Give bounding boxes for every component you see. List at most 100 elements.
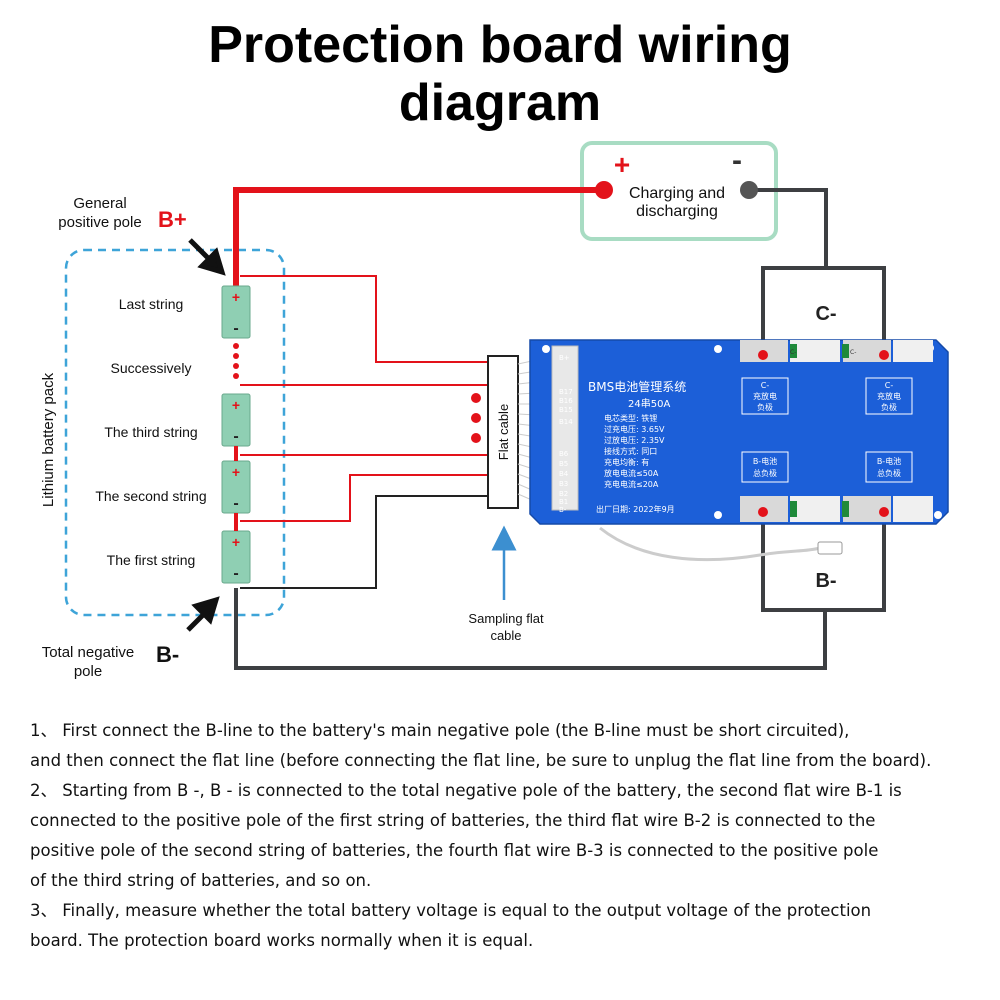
total-negative-wire xyxy=(234,588,827,670)
title-line-1: Protection board wiring xyxy=(208,16,792,74)
instruction-line: 2、 Starting from B -, B - is connected t… xyxy=(30,781,902,800)
temperature-sensor xyxy=(817,541,843,555)
b-minus-board-label: B- xyxy=(815,570,836,592)
board-pin: B4 xyxy=(559,470,569,478)
instruction-line: 3、 Finally, measure whether the total ba… xyxy=(30,901,872,920)
b-minus-label: B- xyxy=(156,642,179,667)
svg-text:+: + xyxy=(232,534,240,550)
cell-gap-dot xyxy=(233,363,239,369)
continuation-dot xyxy=(471,433,481,443)
battery-pack-label: Lithium battery pack xyxy=(40,372,57,507)
board-model: 24串50A xyxy=(628,398,670,410)
board-pin: B17 xyxy=(559,388,573,396)
cell-gap-dot xyxy=(233,353,239,359)
string-label-successively: Successively xyxy=(111,360,192,376)
general-positive-label-2: positive pole xyxy=(58,214,141,231)
charging-plus-sign: + xyxy=(614,149,630,180)
board-spec: 充电电流≤20A xyxy=(604,479,659,489)
continuation-dot xyxy=(471,393,481,403)
flat-cable-connector xyxy=(487,355,519,509)
instruction-line: of the third string of batteries, and so… xyxy=(30,871,372,890)
board-pin: B2 xyxy=(559,490,568,498)
instruction-line: board. The protection board works normal… xyxy=(30,931,534,950)
battery-cell-second: + - xyxy=(221,460,251,514)
instruction-line: positive pole of the second string of ba… xyxy=(30,841,879,860)
sampling-wire-last-string xyxy=(240,275,488,363)
positive-main-wire xyxy=(233,187,604,290)
board-pin: B5 xyxy=(559,460,568,468)
cell-gap-dot xyxy=(233,343,239,349)
board-pin: B16 xyxy=(559,397,573,405)
svg-text:-: - xyxy=(233,320,238,337)
svg-text:-: - xyxy=(233,495,238,512)
board-spec: 过充电压: 3.65V xyxy=(604,424,665,434)
general-positive-label-1: General xyxy=(73,195,126,212)
c-minus-terminal-left xyxy=(758,350,768,360)
instruction-line: 1、 First connect the B-line to the batte… xyxy=(30,721,850,740)
instructions: 1、 First connect the B-line to the batte… xyxy=(30,716,980,956)
board-c-label-right: 充放电 xyxy=(877,391,901,401)
instruction-line: and then connect the flat line (before c… xyxy=(30,751,932,770)
total-negative-label-1: Total negative xyxy=(42,644,135,661)
cell-gap-dot xyxy=(233,373,239,379)
continuation-dot xyxy=(471,413,481,423)
board-pin: B1 xyxy=(559,498,568,506)
string-label-first: The first string xyxy=(107,552,196,568)
board-b-label-right: 总负极 xyxy=(877,468,901,478)
board-pin: B14 xyxy=(559,418,573,426)
b-minus-terminal-left xyxy=(758,507,768,517)
b-minus-terminal-right xyxy=(879,507,889,517)
charging-minus-sign: - xyxy=(732,144,742,177)
sampling-wire-first-negative xyxy=(240,495,488,589)
charging-positive-terminal xyxy=(595,181,613,199)
b-minus-loop xyxy=(761,512,886,612)
board-c-label-left: 负极 xyxy=(757,402,773,412)
board-spec: 电芯类型: 铁锂 xyxy=(604,413,657,423)
board-pin: B- xyxy=(559,506,567,514)
board-b-label-right: B-电池 xyxy=(877,456,901,466)
board-spec: 充电均衡: 有 xyxy=(604,457,649,467)
board-c-label-right: 负极 xyxy=(881,402,897,412)
sampling-label-2: cable xyxy=(490,628,521,643)
bms-board xyxy=(529,339,949,525)
battery-cell-last: + - xyxy=(221,285,251,339)
charging-label-line-1: Charging and xyxy=(629,185,725,202)
svg-text:+: + xyxy=(232,397,240,413)
battery-pack-outline xyxy=(64,248,286,617)
string-label-second: The second string xyxy=(95,488,206,504)
pad-tag: C- xyxy=(790,349,796,356)
svg-text:+: + xyxy=(232,464,240,480)
board-b-label-left: B-电池 xyxy=(753,456,777,466)
board-b-label-left: 总负极 xyxy=(753,468,777,478)
svg-text:-: - xyxy=(233,428,238,445)
string-label-last: Last string xyxy=(119,296,184,312)
instruction-line: connected to the positive pole of the fi… xyxy=(30,811,876,830)
b-plus-pointer-arrow xyxy=(188,238,226,276)
board-spec: 接线方式: 同口 xyxy=(604,446,657,456)
board-c-label-right: C- xyxy=(885,381,894,390)
charging-negative-terminal xyxy=(740,181,758,199)
svg-text:-: - xyxy=(233,565,238,582)
board-c-label-left: 充放电 xyxy=(753,391,777,401)
board-pin: B3 xyxy=(559,480,568,488)
sampling-label-1: Sampling flat xyxy=(468,611,544,626)
string-label-third: The third string xyxy=(104,424,197,440)
c-minus-loop xyxy=(761,266,886,355)
board-spec: 放电电流≤50A xyxy=(604,468,659,478)
board-pin: B+ xyxy=(559,354,570,362)
board-pin: B15 xyxy=(559,406,573,414)
b-plus-label: B+ xyxy=(158,207,187,232)
flat-cable-label: Flat cable xyxy=(496,404,511,460)
sampling-wire-second xyxy=(240,474,488,522)
battery-cell-third: + - xyxy=(221,393,251,447)
board-pin: B6 xyxy=(559,450,569,458)
board-title: BMS电池管理系统 xyxy=(588,379,686,394)
c-minus-terminal-right xyxy=(879,350,889,360)
title-line-2: diagram xyxy=(398,74,602,132)
total-negative-label-2: pole xyxy=(74,663,102,680)
board-spec: 过放电压: 2.35V xyxy=(604,435,665,445)
charging-negative-wire xyxy=(749,188,828,268)
b-minus-pointer-arrow xyxy=(186,596,220,632)
c-minus-label: C- xyxy=(815,303,836,325)
